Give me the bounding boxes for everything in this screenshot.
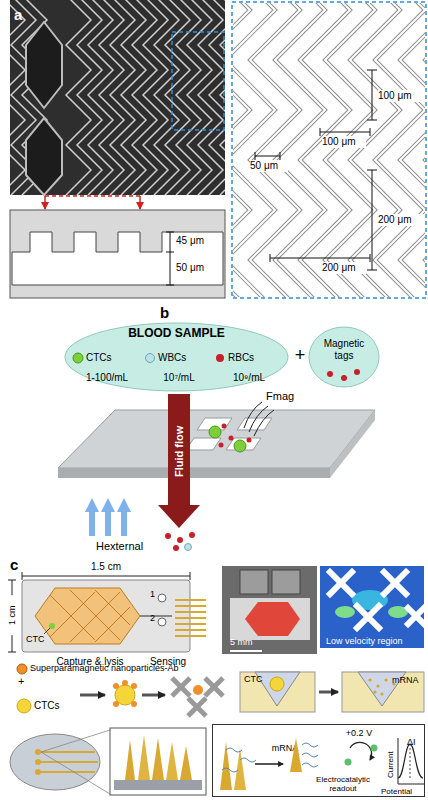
readout-box: mRNA +0.2 V Electrocatalytic readout Curren… xyxy=(212,724,425,797)
chip-photo xyxy=(222,566,317,654)
figure-label: 1.5 cm xyxy=(76,561,136,573)
figure-label: b xyxy=(160,304,176,321)
lysis-wells xyxy=(240,672,424,712)
node-text: Magnetic tags xyxy=(314,338,374,361)
figure-label: CTCs xyxy=(34,700,74,712)
figure-label: 45 μm xyxy=(176,235,224,247)
figure-label: 50 μm xyxy=(250,160,288,172)
node-text: CTCs xyxy=(86,352,136,364)
figure-label: + xyxy=(293,345,307,366)
sensor-chip xyxy=(10,728,206,795)
figure-label: a xyxy=(14,6,34,23)
figure-label: 200 μm xyxy=(378,214,424,226)
figure-label: 100 μm xyxy=(322,136,366,148)
node-text: mRNA xyxy=(265,743,305,753)
figure-label: Fmag xyxy=(266,390,306,403)
figure-label: mRNA xyxy=(392,675,424,685)
figure-label: c xyxy=(10,556,26,573)
zigzag-zoom xyxy=(200,0,428,360)
figure-label: Hexternal xyxy=(96,540,176,553)
magnetic-tags-ellipse: Magnetic tags xyxy=(308,326,380,388)
figure-label: 50 μm xyxy=(176,262,224,274)
node-text: 1-100/mL xyxy=(72,372,142,384)
channel-cross-section xyxy=(10,196,225,298)
figure-label: CTC xyxy=(26,634,50,644)
figure-label: 100 μm xyxy=(378,90,424,102)
ellipse-shape xyxy=(65,323,288,391)
ctc-chip xyxy=(8,572,206,652)
figure-label: 5 mm xyxy=(230,637,264,647)
node-text: WBCs xyxy=(158,352,208,364)
sem-image xyxy=(0,0,245,195)
node-text: +0.2 V xyxy=(337,728,381,738)
node-text: Current xyxy=(386,745,395,785)
flow-simulation xyxy=(320,566,424,648)
figure-label: 200 μm xyxy=(322,262,366,274)
ellipse-shape xyxy=(309,327,379,387)
figure-label: 2 xyxy=(150,613,158,623)
blood-sample-ellipse: BLOOD SAMPLE CTCs WBCs RBCs 1-100/mL10⁷/mL10… xyxy=(64,322,289,392)
figure-label: Low velocity region xyxy=(326,636,422,646)
node-text: ΔI xyxy=(407,737,421,747)
figure-label: CTC xyxy=(244,674,268,684)
node-text: RBCs xyxy=(228,352,278,364)
figure-label: Superparamagnetic nanoparticles-Ab xyxy=(30,663,230,673)
figure-label: Fluid flow xyxy=(173,411,186,491)
figure-label: 1 cm xyxy=(7,595,17,635)
figure-label: 1 xyxy=(150,589,158,599)
figure-label: + xyxy=(18,675,28,688)
magnetic-separation-platform xyxy=(58,394,375,551)
node-text: Electrocatalytic readout xyxy=(307,775,379,793)
node-text: Potential xyxy=(381,787,425,796)
node-text: BLOOD SAMPLE xyxy=(64,327,289,341)
node-text: 10⁹/mL xyxy=(214,372,284,384)
node-text: 10⁷/mL xyxy=(144,372,214,384)
